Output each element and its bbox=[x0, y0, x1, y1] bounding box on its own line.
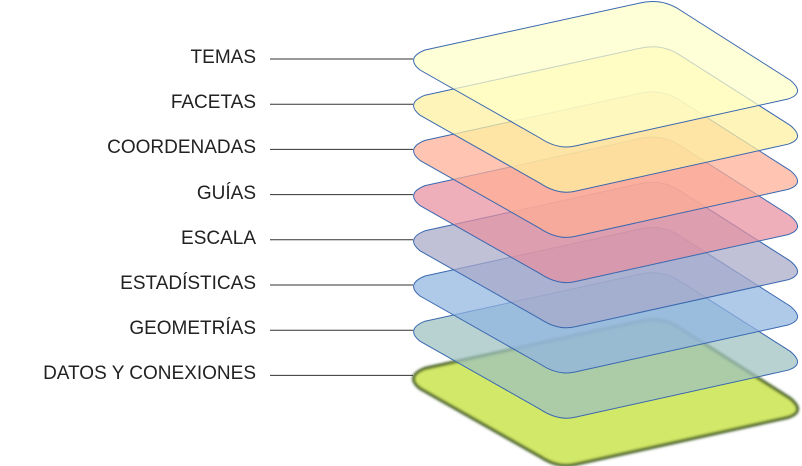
layer-label: COORDENADAS bbox=[107, 137, 256, 159]
layer-label: FACETAS bbox=[170, 92, 256, 114]
layer-plane bbox=[413, 1, 798, 148]
layer-label: TEMAS bbox=[190, 47, 256, 68]
layer-label: ESTADÍSTICAS bbox=[120, 273, 256, 294]
layer-label: GEOMETRÍAS bbox=[129, 318, 256, 340]
layer-label: DATOS Y CONEXIONES bbox=[43, 363, 256, 385]
layer-label: GUÍAS bbox=[196, 182, 256, 204]
layer-label: ESCALA bbox=[181, 227, 256, 249]
